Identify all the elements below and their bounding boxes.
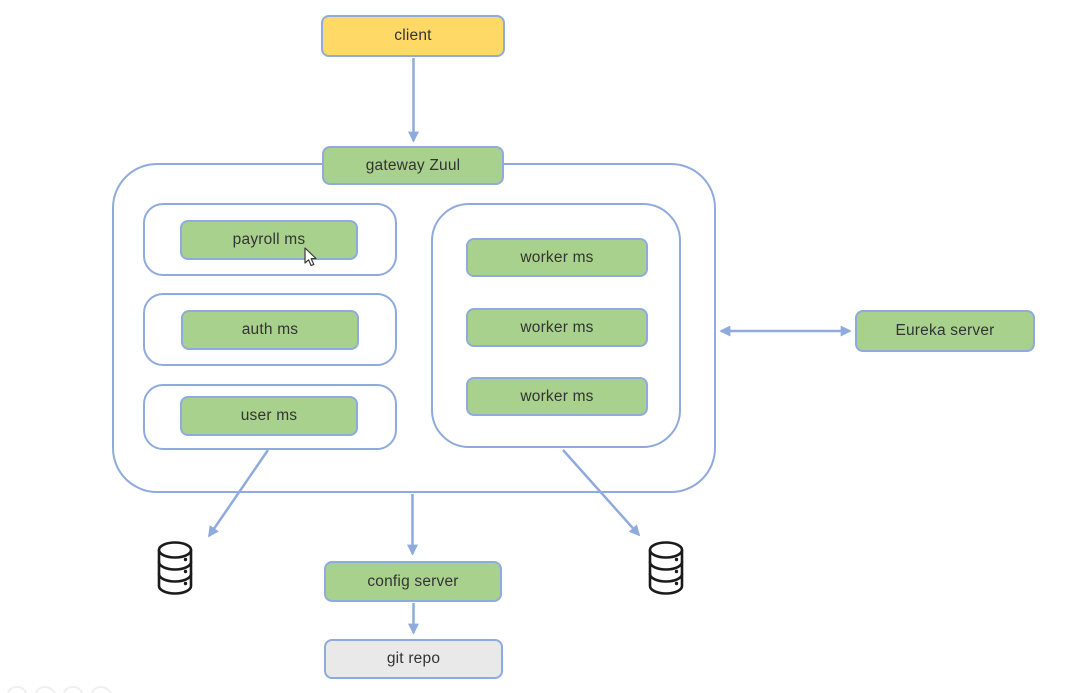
worker-ms-node-3: worker ms (466, 377, 648, 416)
gateway-zuul-label: gateway Zuul (365, 156, 461, 174)
client-node: client (321, 15, 505, 57)
user-ms-container (143, 384, 397, 450)
worker-ms-node-1: worker ms (466, 238, 648, 277)
gateway-zuul-node: gateway Zuul (322, 146, 504, 185)
mouse-cursor-icon (304, 247, 317, 267)
payroll-ms-container (143, 203, 397, 276)
auth-ms-label: auth ms (241, 321, 299, 338)
auth-ms-node: auth ms (181, 310, 359, 350)
user-ms-node: user ms (180, 396, 358, 436)
faint-circle-decoration (62, 686, 84, 693)
worker-ms-node-2: worker ms (466, 308, 648, 347)
database-icon (157, 541, 193, 595)
git-repo-node: git repo (324, 639, 503, 679)
payroll-ms-node: payroll ms (180, 220, 358, 260)
config-server-label: config server (367, 572, 459, 590)
eureka-server-node: Eureka server (855, 310, 1035, 352)
config-server-node: config server (324, 561, 502, 602)
git-repo-label: git repo (386, 650, 441, 667)
user-ms-label: user ms (240, 407, 298, 424)
worker-group-container (431, 203, 681, 448)
worker-ms-label-1: worker ms (520, 248, 594, 266)
worker-ms-label-2: worker ms (520, 318, 594, 336)
payroll-ms-label: payroll ms (232, 231, 306, 248)
faint-circle-decoration (34, 686, 56, 693)
auth-ms-container (143, 293, 397, 366)
client-label: client (394, 27, 432, 44)
faint-circle-decoration (90, 686, 112, 693)
faint-circle-decoration (6, 686, 28, 693)
database-icon (648, 541, 684, 595)
worker-ms-label-3: worker ms (520, 387, 594, 405)
eureka-server-label: Eureka server (895, 322, 995, 339)
